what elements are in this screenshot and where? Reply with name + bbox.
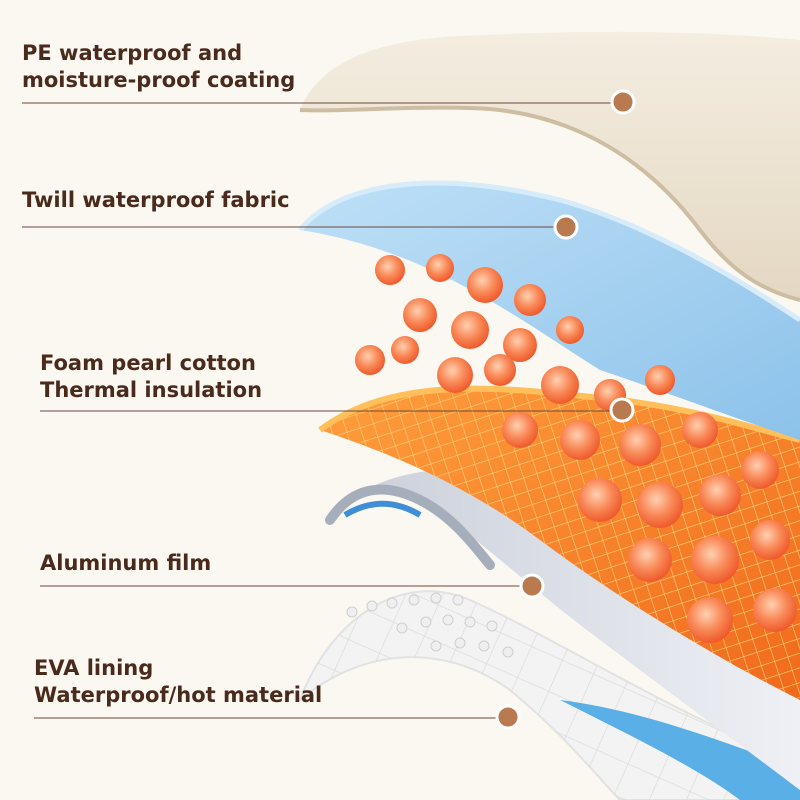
label-twill-fabric: Twill waterproof fabric (22, 187, 290, 214)
label-line: Aluminum film (40, 551, 212, 575)
label-line: Twill waterproof fabric (22, 188, 290, 212)
label-line: Thermal insulation (40, 378, 263, 402)
pointer-foam (40, 397, 635, 423)
label-line: Waterproof/hot material (34, 683, 323, 707)
label-line: PE waterproof and (22, 41, 243, 65)
pointer-aluminum (40, 573, 545, 599)
label-aluminum-film: Aluminum film (40, 550, 211, 577)
pointer-eva (34, 704, 521, 730)
eva-dots (346, 592, 514, 658)
pe-layer (299, 31, 800, 302)
label-line: moisture-proof coating (22, 68, 296, 92)
label-eva-lining: EVA lining Waterproof/hot material (34, 655, 322, 709)
label-line: EVA lining (34, 656, 154, 680)
twill-layer (298, 180, 800, 440)
label-foam-pearl-cotton: Foam pearl cotton Thermal insulation (40, 350, 262, 404)
pointer-twill (22, 214, 579, 240)
label-pe-coating: PE waterproof and moisture-proof coating (22, 40, 295, 94)
eva-layer (297, 590, 800, 800)
pointer-pe (22, 89, 636, 115)
label-line: Foam pearl cotton (40, 351, 256, 375)
